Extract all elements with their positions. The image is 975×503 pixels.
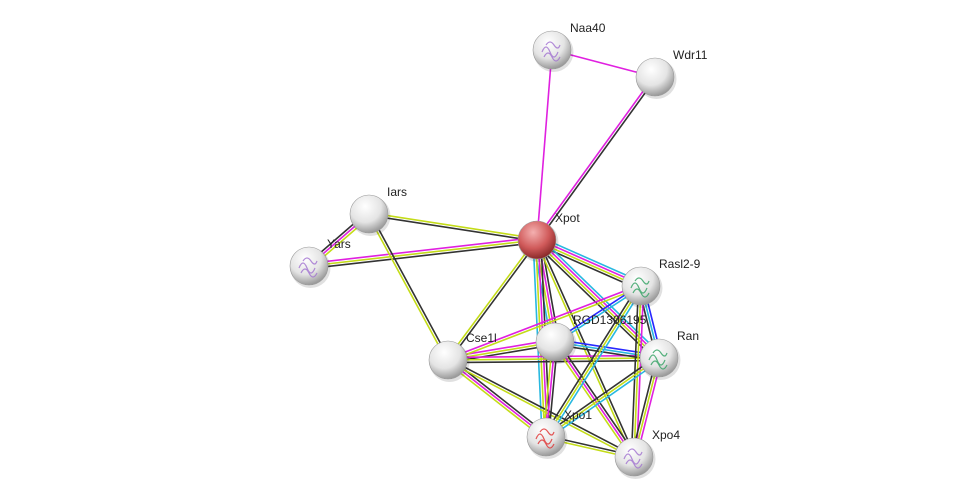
edge-line-coexpression — [543, 284, 640, 437]
edge-line-coexpression — [537, 77, 657, 242]
node-label: Xpo4 — [652, 428, 680, 442]
node-label: Xpot — [555, 211, 580, 225]
edge-line-coexpression — [544, 355, 658, 436]
edge-line-textmining — [367, 214, 448, 361]
edge-Xpot-Wdr11[interactable] — [535, 75, 657, 242]
node-label: RGD1306195 — [573, 313, 647, 327]
node-sphere[interactable] — [526, 417, 566, 457]
node-label: Ran — [677, 329, 699, 343]
edge-line-databases — [547, 286, 644, 439]
edge-Cse1l-Rasl2-9[interactable] — [447, 284, 642, 362]
edge-line-textmining — [535, 240, 659, 360]
node-label: Iars — [387, 185, 407, 199]
node-label: Xpo1 — [564, 408, 592, 422]
node-Xpo1[interactable]: Xpo1 — [526, 408, 592, 459]
edge-line-coexpression — [448, 240, 539, 362]
node-Xpo4[interactable]: Xpo4 — [614, 428, 680, 479]
node-label: Wdr11 — [673, 48, 708, 62]
edge-line-textmining — [545, 285, 642, 438]
protein-structure-icon — [535, 428, 555, 449]
edge-line-textmining — [445, 361, 545, 440]
edge-line-experiments — [447, 284, 641, 360]
node-Xpot[interactable]: Xpot — [517, 211, 580, 262]
edge-Xpot-Naa40[interactable] — [536, 49, 553, 241]
edge-line-textmining — [633, 285, 642, 458]
edge-line-textmining — [369, 211, 538, 240]
protein-structure-icon — [623, 448, 643, 469]
node-label: Yars — [327, 237, 351, 251]
edges — [306, 49, 663, 460]
node-sphere[interactable] — [532, 30, 572, 70]
protein-structure-icon — [648, 349, 668, 370]
edge-line-textmining — [448, 286, 642, 362]
edge-line-coexpression — [368, 214, 537, 243]
node-label: Cse1l — [466, 331, 497, 345]
node-sphere[interactable] — [621, 266, 661, 306]
node-sphere[interactable] — [614, 437, 654, 477]
node-Cse1l[interactable]: Cse1l — [428, 331, 497, 382]
node-sphere[interactable] — [289, 246, 329, 286]
node-Yars[interactable]: Yars — [289, 237, 351, 288]
edge-line-textmining — [308, 239, 538, 267]
node-Iars[interactable]: Iars — [349, 185, 407, 236]
protein-structure-icon — [630, 277, 650, 298]
edge-line-textmining — [447, 360, 634, 459]
edge-Xpot-Cse1l[interactable] — [446, 238, 539, 362]
node-Naa40[interactable]: Naa40 — [532, 21, 606, 72]
node-RGD1306195[interactable]: RGD1306195 — [535, 313, 647, 364]
edge-Rasl2-9-Xpo1[interactable] — [543, 284, 644, 439]
protein-structure-icon — [541, 41, 561, 62]
node-label: Rasl2-9 — [659, 257, 701, 271]
edge-line-experiments — [536, 49, 553, 241]
node-sphere[interactable] — [635, 57, 675, 97]
edge-Xpot-Iars[interactable] — [368, 211, 538, 243]
edge-line-coexpression — [448, 358, 635, 457]
protein-structure-icon — [298, 257, 318, 278]
edge-Iars-Cse1l[interactable] — [367, 213, 450, 361]
edge-line-coexpression — [309, 241, 538, 270]
edge-line-experiments — [308, 236, 537, 265]
edge-line-textmining — [446, 238, 537, 360]
edge-line-databases — [538, 235, 643, 284]
edge-line-textmining — [545, 357, 660, 438]
node-Rasl2-9[interactable]: Rasl2-9 — [621, 257, 701, 308]
edge-line-coexpression — [535, 242, 640, 291]
edge-line-experiments — [447, 359, 547, 438]
node-sphere[interactable] — [349, 194, 389, 234]
edge-line-coexpression — [369, 213, 450, 360]
node-sphere[interactable] — [428, 340, 468, 380]
edge-line-experiments — [535, 75, 655, 240]
edge-line-databases — [547, 359, 661, 440]
node-Wdr11[interactable]: Wdr11 — [635, 48, 708, 99]
node-sphere[interactable] — [535, 322, 575, 362]
edge-line-coexpression — [537, 239, 636, 457]
nodes: Xpot Naa40Wdr11IarsYarsRasl2-9RGD1306195C… — [289, 21, 708, 479]
edge-Xpot-Yars[interactable] — [308, 236, 538, 270]
edge-Ran-Xpo1[interactable] — [544, 355, 661, 440]
node-sphere[interactable] — [517, 220, 557, 260]
node-Ran[interactable]: Ran — [639, 329, 699, 380]
node-label: Naa40 — [570, 21, 606, 35]
edge-Cse1l-Xpo4[interactable] — [447, 358, 635, 459]
node-sphere[interactable] — [639, 338, 679, 378]
